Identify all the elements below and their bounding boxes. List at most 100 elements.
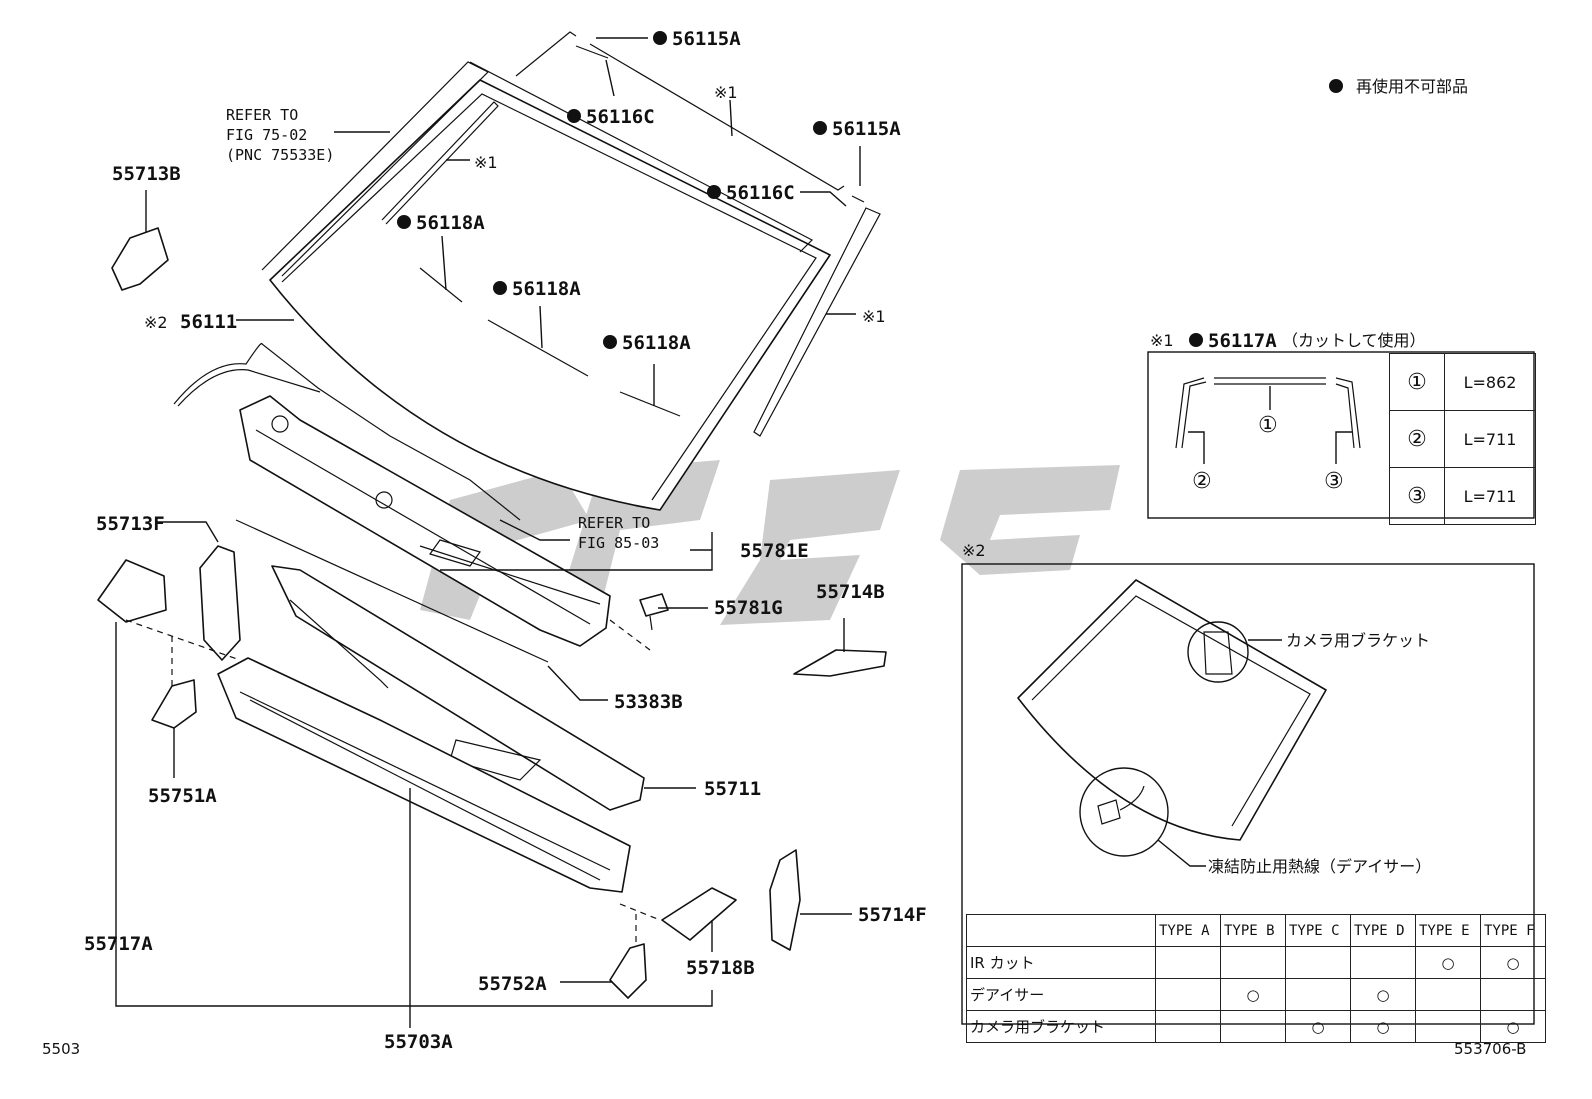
note-mark-1b: ※1: [474, 153, 498, 172]
row-label: カメラ用ブラケット: [966, 1010, 1156, 1043]
part-55713B-shape: [111, 227, 169, 291]
footer-left-code: 5503: [42, 1040, 80, 1058]
non-reusable-bullet: [707, 185, 721, 199]
note-mark-1c: ※1: [862, 307, 886, 326]
leader-lines: [115, 37, 861, 1028]
note-mark-2: ※2: [144, 313, 168, 332]
strip-length: L=862: [1444, 353, 1536, 411]
type-cell: [1480, 978, 1546, 1011]
type-cell: [1285, 978, 1351, 1011]
column-type-e: TYPE E: [1415, 914, 1481, 947]
refer-fig75-line3: (PNC 75533E): [226, 146, 334, 164]
column-type-b: TYPE B: [1220, 914, 1286, 947]
column-type-a: TYPE A: [1155, 914, 1221, 947]
label-55752A: 55752A: [478, 973, 547, 995]
box1-callout-3: ③: [1324, 469, 1344, 494]
windshield-type-table: TYPE A TYPE B TYPE C TYPE D TYPE E TYPE …: [966, 914, 1546, 1043]
label-56115A-top: 56115A: [672, 28, 741, 50]
label-55713B: 55713B: [112, 163, 181, 185]
label-55717A: 55717A: [84, 933, 153, 955]
type-cell: [1220, 946, 1286, 979]
cowl-top-panel: [217, 657, 631, 893]
strip-length: L=711: [1444, 410, 1536, 468]
side-brackets: [97, 227, 887, 999]
refer-fig85-line2: FIG 85-03: [578, 534, 659, 552]
alignment-lines: [125, 619, 661, 944]
table-row: ① L=862: [1389, 353, 1536, 411]
column-type-c: TYPE C: [1285, 914, 1351, 947]
table-row: デアイサー ○ ○: [966, 978, 1546, 1011]
type-cell: ○: [1480, 1010, 1546, 1043]
column-type-d: TYPE D: [1350, 914, 1416, 947]
windshield-moldings: [261, 31, 881, 437]
note-mark-1a: ※1: [714, 83, 738, 102]
strip-length: L=711: [1444, 467, 1536, 525]
box1-part: 56117A: [1208, 330, 1277, 352]
clip-55781G: [639, 593, 669, 631]
strip-num: ①: [1389, 353, 1445, 411]
box1-callout-2: ②: [1192, 469, 1212, 494]
label-55703A: 55703A: [384, 1031, 453, 1053]
type-cell: [1350, 946, 1416, 979]
row-label: デアイサー: [966, 978, 1156, 1011]
table-header-row: TYPE A TYPE B TYPE C TYPE D TYPE E TYPE …: [966, 914, 1546, 947]
type-cell: [1155, 946, 1221, 979]
label-55714B: 55714B: [816, 581, 885, 603]
table-row: カメラ用ブラケット ○ ○ ○: [966, 1010, 1546, 1043]
type-cell: ○: [1285, 1010, 1351, 1043]
box1-callout-1: ①: [1258, 413, 1278, 438]
label-55751A: 55751A: [148, 785, 217, 807]
type-cell: ○: [1480, 946, 1546, 979]
non-reusable-bullet: [493, 281, 507, 295]
type-cell: [1415, 1010, 1481, 1043]
type-cell: ○: [1415, 946, 1481, 979]
strip-num: ②: [1389, 410, 1445, 468]
non-reusable-bullet: [653, 31, 667, 45]
note1-box: ※1 56117A （カットして使用） ① ② ③: [1147, 330, 1535, 519]
label-56118A-2: 56118A: [512, 278, 581, 300]
refer-fig85-line1: REFER TO: [578, 514, 650, 532]
legend: 再使用不可部品: [1329, 77, 1468, 96]
camera-bracket-label: カメラ用ブラケット: [1286, 631, 1430, 650]
label-56118A-3: 56118A: [622, 332, 691, 354]
non-reusable-bullet: [397, 215, 411, 229]
type-cell: [1415, 978, 1481, 1011]
label-56115A-right: 56115A: [832, 118, 901, 140]
type-cell: [1155, 978, 1221, 1011]
label-55711: 55711: [704, 778, 761, 800]
cowl-panel: [271, 565, 645, 811]
refer-fig75-line2: FIG 75-02: [226, 126, 307, 144]
table-row: IR カット ○ ○: [966, 946, 1546, 979]
non-reusable-bullet: [567, 109, 581, 123]
legend-text: 再使用不可部品: [1356, 77, 1468, 96]
row-label: IR カット: [966, 946, 1156, 979]
non-reusable-bullet: [603, 335, 617, 349]
footer-right-code: 553706-B: [1454, 1040, 1526, 1058]
cowl-louver: [235, 395, 611, 663]
label-55713F: 55713F: [96, 513, 165, 535]
type-cell: ○: [1350, 1010, 1416, 1043]
non-reusable-bullet: [813, 121, 827, 135]
column-type-f: TYPE F: [1480, 914, 1546, 947]
non-reusable-bullet: [1189, 333, 1203, 347]
deicer-label: 凍結防止用熱線（デアイサー）: [1208, 857, 1431, 876]
box2-mark: ※2: [962, 541, 986, 560]
type-cell: [1220, 1010, 1286, 1043]
label-55718B: 55718B: [686, 957, 755, 979]
refer-fig75-line1: REFER TO: [226, 106, 298, 124]
box1-note: （カットして使用）: [1282, 331, 1426, 350]
washer-hose: [173, 342, 521, 521]
table-corner: [966, 914, 1156, 947]
table-row: ③ L=711: [1389, 467, 1536, 525]
legend-bullet: [1329, 79, 1343, 93]
label-55714F: 55714F: [858, 904, 927, 926]
type-cell: ○: [1350, 978, 1416, 1011]
windshield-glass: [269, 79, 831, 511]
table-row: ② L=711: [1389, 410, 1536, 468]
label-55781E: 55781E: [740, 540, 809, 562]
box1-mark: ※1: [1150, 331, 1174, 350]
type-cell: ○: [1220, 978, 1286, 1011]
label-55781G: 55781G: [714, 597, 783, 619]
